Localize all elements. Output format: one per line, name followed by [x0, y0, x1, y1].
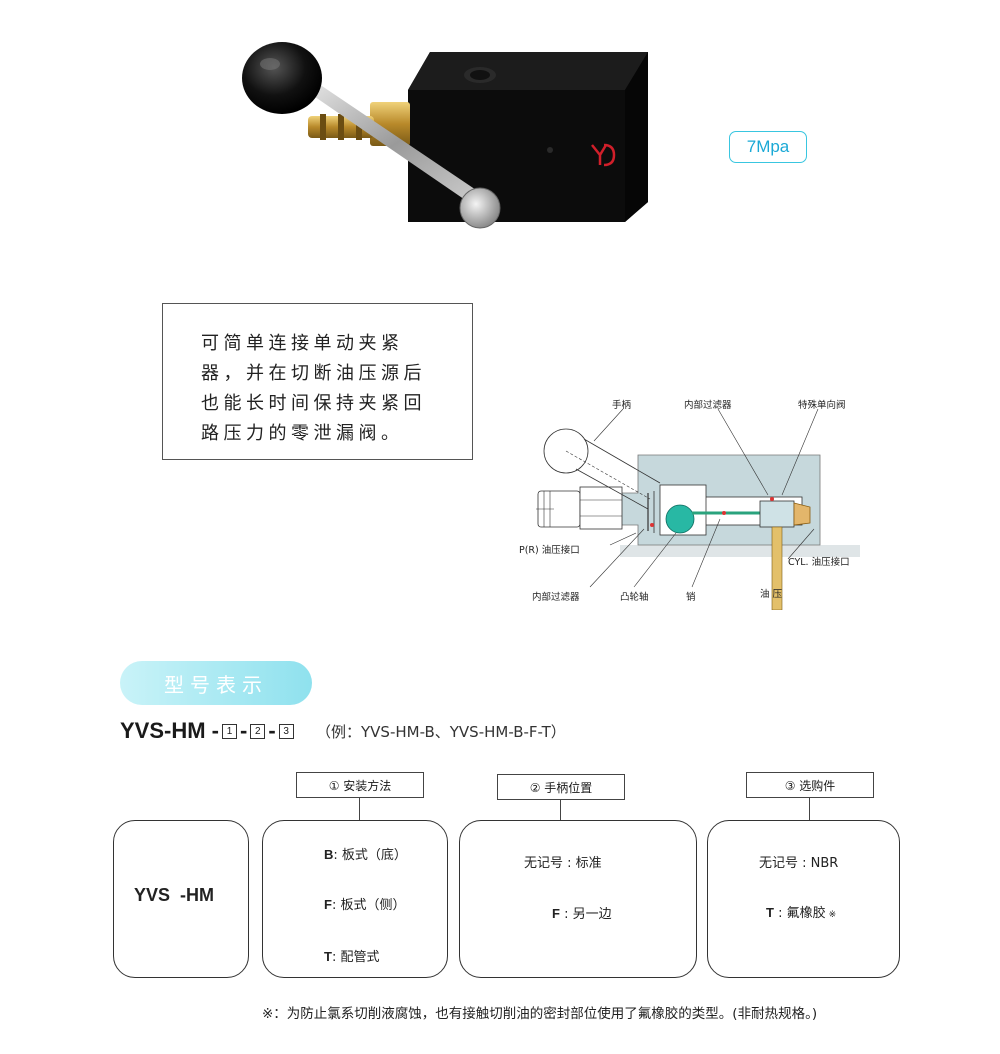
connector-line — [560, 800, 561, 820]
description-line: 路压力的零泄漏阀。 — [201, 423, 404, 444]
slot-3-box: 3 — [278, 723, 294, 739]
label-pin: 销 — [686, 592, 696, 603]
option-text: : 板式（底） — [333, 848, 407, 863]
cross-section-diagram — [536, 408, 860, 610]
handle-position-header: ② 手柄位置 — [497, 774, 625, 800]
slot-2-box: 2 — [250, 723, 266, 739]
description-line: 可简单连接单动夹紧 — [201, 333, 404, 354]
mounting-header: ① 安装方法 — [296, 772, 424, 798]
handle-option-f: F : 另一边 — [552, 903, 612, 922]
option-text: : 配管式 — [331, 950, 380, 965]
section-title: 型号表示 — [164, 672, 268, 697]
note-mark: ※ — [828, 910, 837, 920]
option-text: : 板式（侧） — [331, 898, 406, 913]
pressure-badge: 7Mpa — [729, 131, 807, 163]
brand-logo — [591, 143, 616, 167]
description-line: 器，并在切断油压源后 — [201, 363, 426, 384]
optional-option-nbr: 无记号 : NBR — [759, 856, 839, 871]
label-handle: 手柄 — [612, 400, 632, 411]
product-photo — [242, 42, 648, 229]
mounting-option-b: B: 板式（底） — [324, 844, 407, 863]
option-text: : 另一边 — [559, 907, 612, 922]
option-code: F — [324, 897, 332, 912]
mounting-box: B: 板式（底） F: 板式（侧） T: 配管式 — [262, 820, 448, 978]
base-model-box: YVS -HM — [113, 820, 249, 978]
connector-line — [809, 798, 810, 820]
slot-separator: - — [268, 718, 276, 743]
label-internal-filter-top: 内部过滤器 — [684, 400, 732, 411]
handle-position-box: 无记号 : 标准 F : 另一边 — [459, 820, 697, 978]
footnote: ※：为防止氯系切削液腐蚀，也有接触切削油的密封部位使用了氟橡胶的类型。(非耐热规… — [262, 1006, 818, 1022]
optional-option-t: T : 氟橡胶※ — [766, 902, 836, 921]
section-heading: 型号表示 — [120, 661, 312, 705]
option-code: F — [552, 906, 560, 921]
label-special-check-valve: 特殊单向阀 — [798, 400, 846, 411]
description-line: 也能长时间保持夹紧回 — [201, 393, 426, 414]
pressure-value: 7Mpa — [746, 137, 790, 156]
option-code: T — [766, 905, 774, 920]
label-oil-pressure: 油 压 — [760, 589, 783, 600]
mounting-option-f: F: 板式（侧） — [324, 894, 405, 913]
label-cyl-port: CYL. 油压接口 — [788, 557, 850, 568]
connector-line — [359, 798, 360, 820]
handle-option-standard: 无记号 : 标准 — [524, 856, 602, 871]
optional-box: 无记号 : NBR T : 氟橡胶※ — [707, 820, 900, 978]
base-model-label: YVS -HM — [134, 885, 215, 905]
mounting-option-t: T: 配管式 — [324, 946, 379, 965]
model-code: YVS-HM - 1 - 2 - 3 — [120, 718, 295, 744]
slot-1-box: 1 — [222, 723, 237, 739]
description-box: 可简单连接单动夹紧 器，并在切断油压源后 也能长时间保持夹紧回 路压力的零泄漏阀… — [162, 303, 473, 460]
label-p-port: P(R) 油压接口 — [519, 545, 580, 556]
slot-separator: - — [240, 718, 248, 743]
model-example: （例：YVS-HM-B、YVS-HM-B-F-T） — [316, 723, 566, 741]
label-cam-shaft: 凸轮轴 — [620, 592, 649, 603]
option-text: : 氟橡胶 — [773, 906, 826, 921]
model-prefix: YVS-HM - — [120, 718, 219, 743]
label-internal-filter-bottom: 内部过滤器 — [532, 592, 580, 603]
option-code: B — [324, 847, 334, 862]
optional-header: ③ 选购件 — [746, 772, 874, 798]
option-code: T — [324, 949, 332, 964]
